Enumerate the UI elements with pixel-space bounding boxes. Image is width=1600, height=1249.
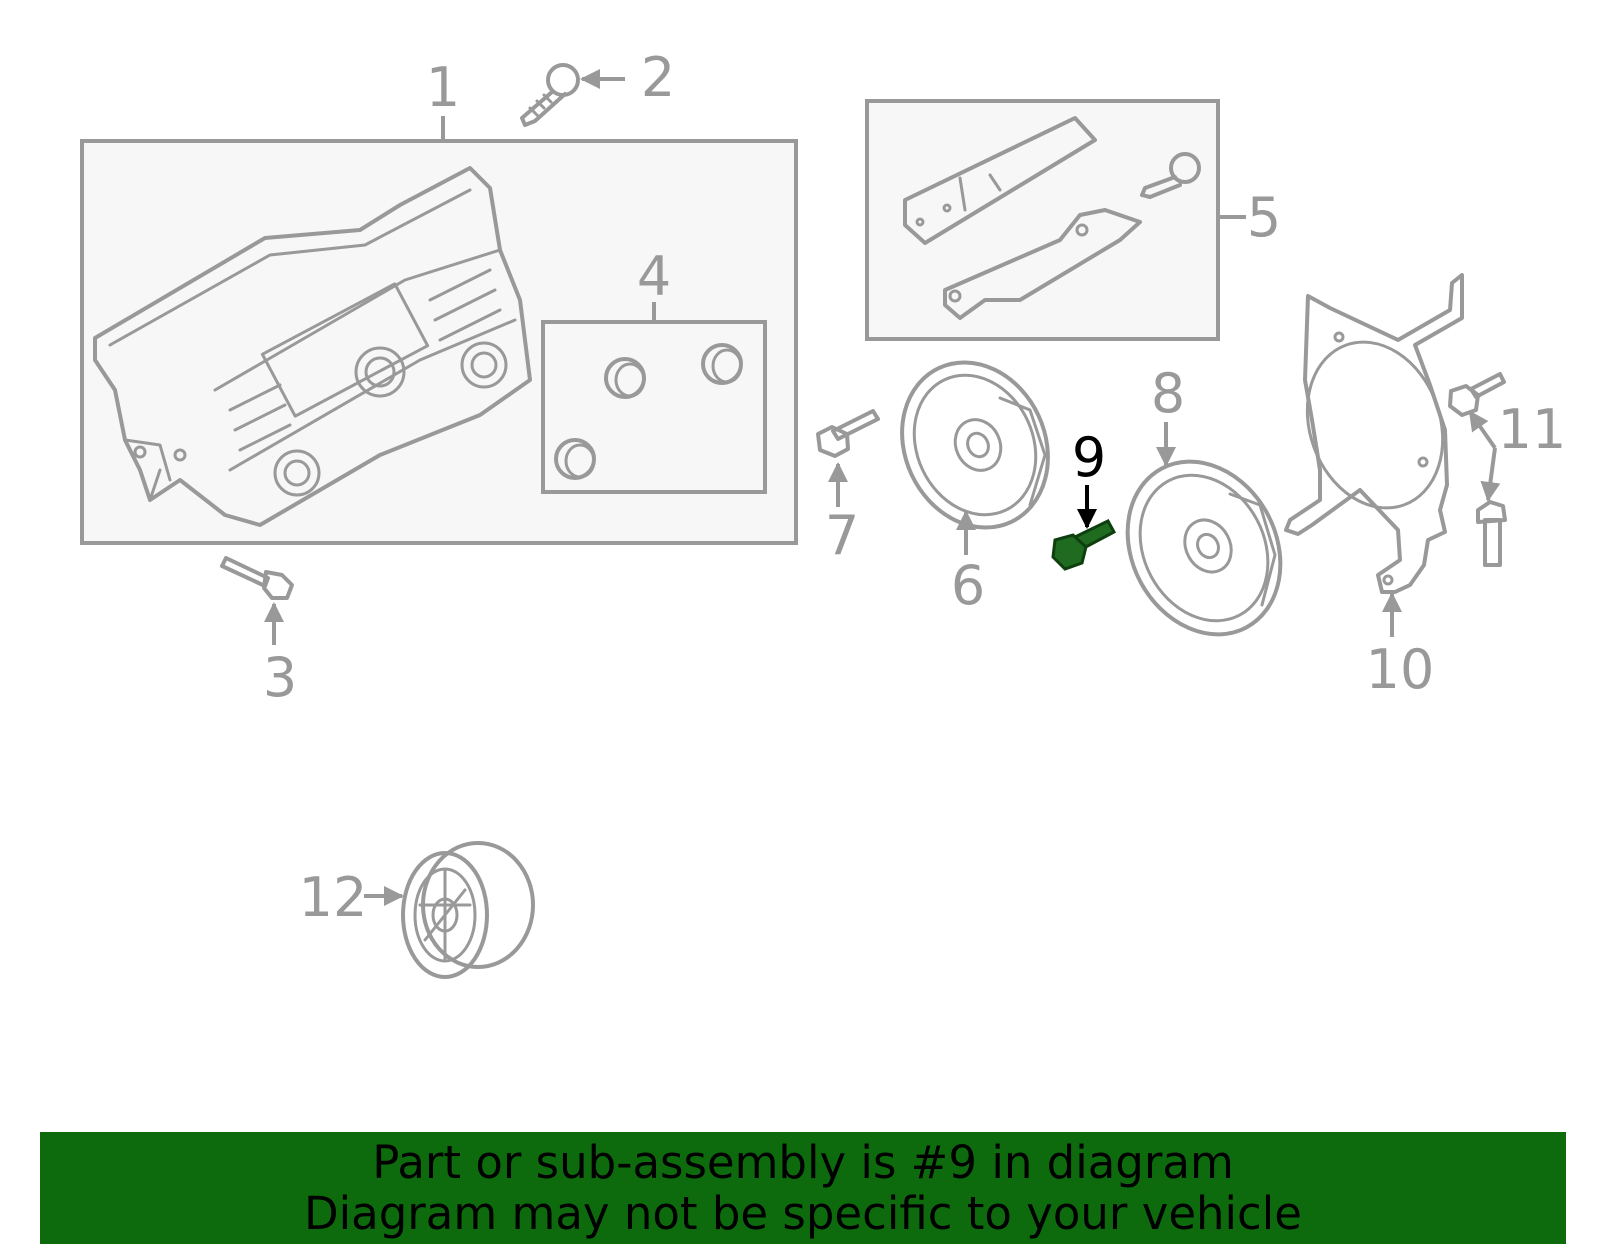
callout-3: 3 bbox=[263, 646, 297, 709]
part-8-speaker bbox=[1125, 422, 1283, 637]
info-banner: Part or sub-assembly is #9 in diagram Di… bbox=[40, 1132, 1566, 1244]
callout-4: 4 bbox=[637, 245, 671, 308]
callout-1: 1 bbox=[426, 56, 460, 119]
part-11-bolts bbox=[1448, 372, 1507, 567]
part-9-bolt-highlighted[interactable] bbox=[1051, 485, 1117, 571]
callout-7: 7 bbox=[825, 504, 859, 567]
part-2-screw bbox=[520, 63, 625, 127]
callout-10: 10 bbox=[1366, 638, 1435, 701]
callout-12: 12 bbox=[299, 866, 368, 929]
banner-line-2: Diagram may not be specific to your vehi… bbox=[304, 1187, 1302, 1240]
part-3-bolt bbox=[220, 556, 294, 645]
banner-line-1: Part or sub-assembly is #9 in diagram bbox=[372, 1136, 1234, 1189]
callout-8: 8 bbox=[1151, 362, 1185, 425]
callout-9[interactable]: 9 bbox=[1072, 426, 1106, 489]
part-12-tweeter bbox=[364, 841, 535, 979]
part-5-bracket-kit bbox=[865, 99, 1246, 341]
callout-2: 2 bbox=[641, 46, 675, 109]
callout-5: 5 bbox=[1247, 186, 1281, 249]
part-7-bolt bbox=[816, 409, 880, 507]
part-6-speaker bbox=[900, 360, 1050, 555]
part-4-knobs bbox=[541, 302, 767, 494]
callout-6: 6 bbox=[951, 554, 985, 617]
part-10-speaker-bracket bbox=[1284, 273, 1464, 637]
callout-11: 11 bbox=[1498, 398, 1567, 461]
